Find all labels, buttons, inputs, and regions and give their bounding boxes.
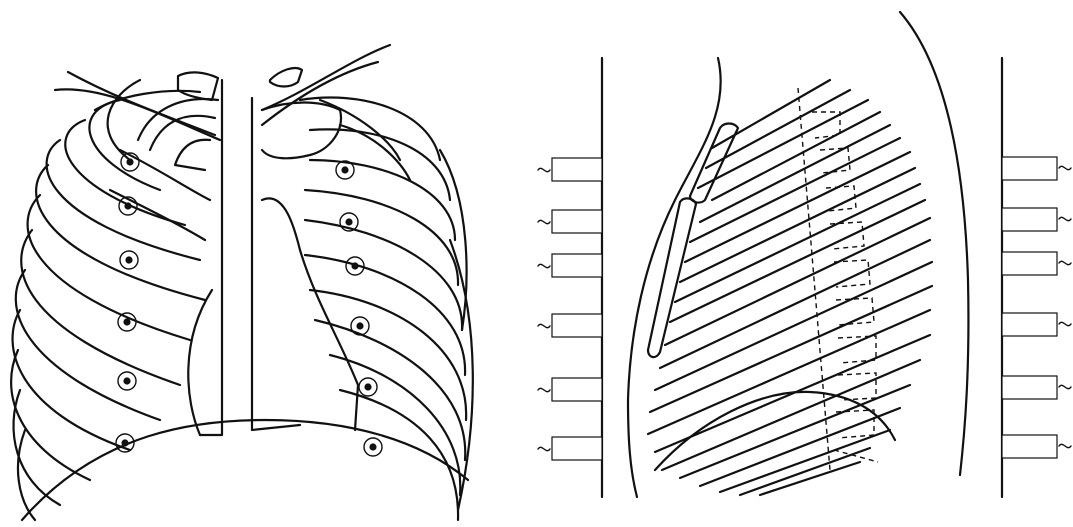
marker-group (116, 153, 382, 456)
reference-box (552, 437, 602, 460)
reference-box (552, 210, 602, 233)
lateral-ribs (648, 80, 932, 495)
wire-squiggles (538, 168, 550, 450)
diaphragm-arc (22, 420, 468, 520)
wire-squiggles-right (1059, 166, 1071, 447)
left-reference-scale (538, 58, 602, 497)
right-reference-scale (1002, 58, 1071, 497)
marker (120, 251, 138, 269)
reference-box (1002, 313, 1057, 336)
reference-box (552, 158, 602, 181)
right-mediastinum (252, 98, 358, 430)
reference-box (552, 378, 602, 401)
left-lung-apex (95, 72, 218, 170)
marker (364, 438, 382, 456)
posterior-body-outline (900, 12, 968, 475)
left-ribs (11, 80, 210, 520)
marker (336, 161, 354, 179)
reference-box (552, 254, 602, 277)
frontal-view-panel (11, 45, 473, 520)
marker (118, 313, 136, 331)
reference-box (1002, 435, 1057, 458)
lateral-view-panel (538, 12, 1071, 497)
marker (118, 372, 136, 390)
spine-dashed (798, 88, 878, 470)
anterior-chest-wall (628, 58, 721, 497)
right-ribs (300, 98, 473, 521)
reference-box (1002, 157, 1057, 180)
reference-box (1002, 252, 1057, 275)
reference-box (1002, 208, 1057, 231)
marker (359, 378, 377, 396)
marker (351, 317, 369, 335)
reference-box (552, 314, 602, 337)
right-lung-apex (262, 68, 410, 180)
reference-box (1002, 376, 1057, 399)
